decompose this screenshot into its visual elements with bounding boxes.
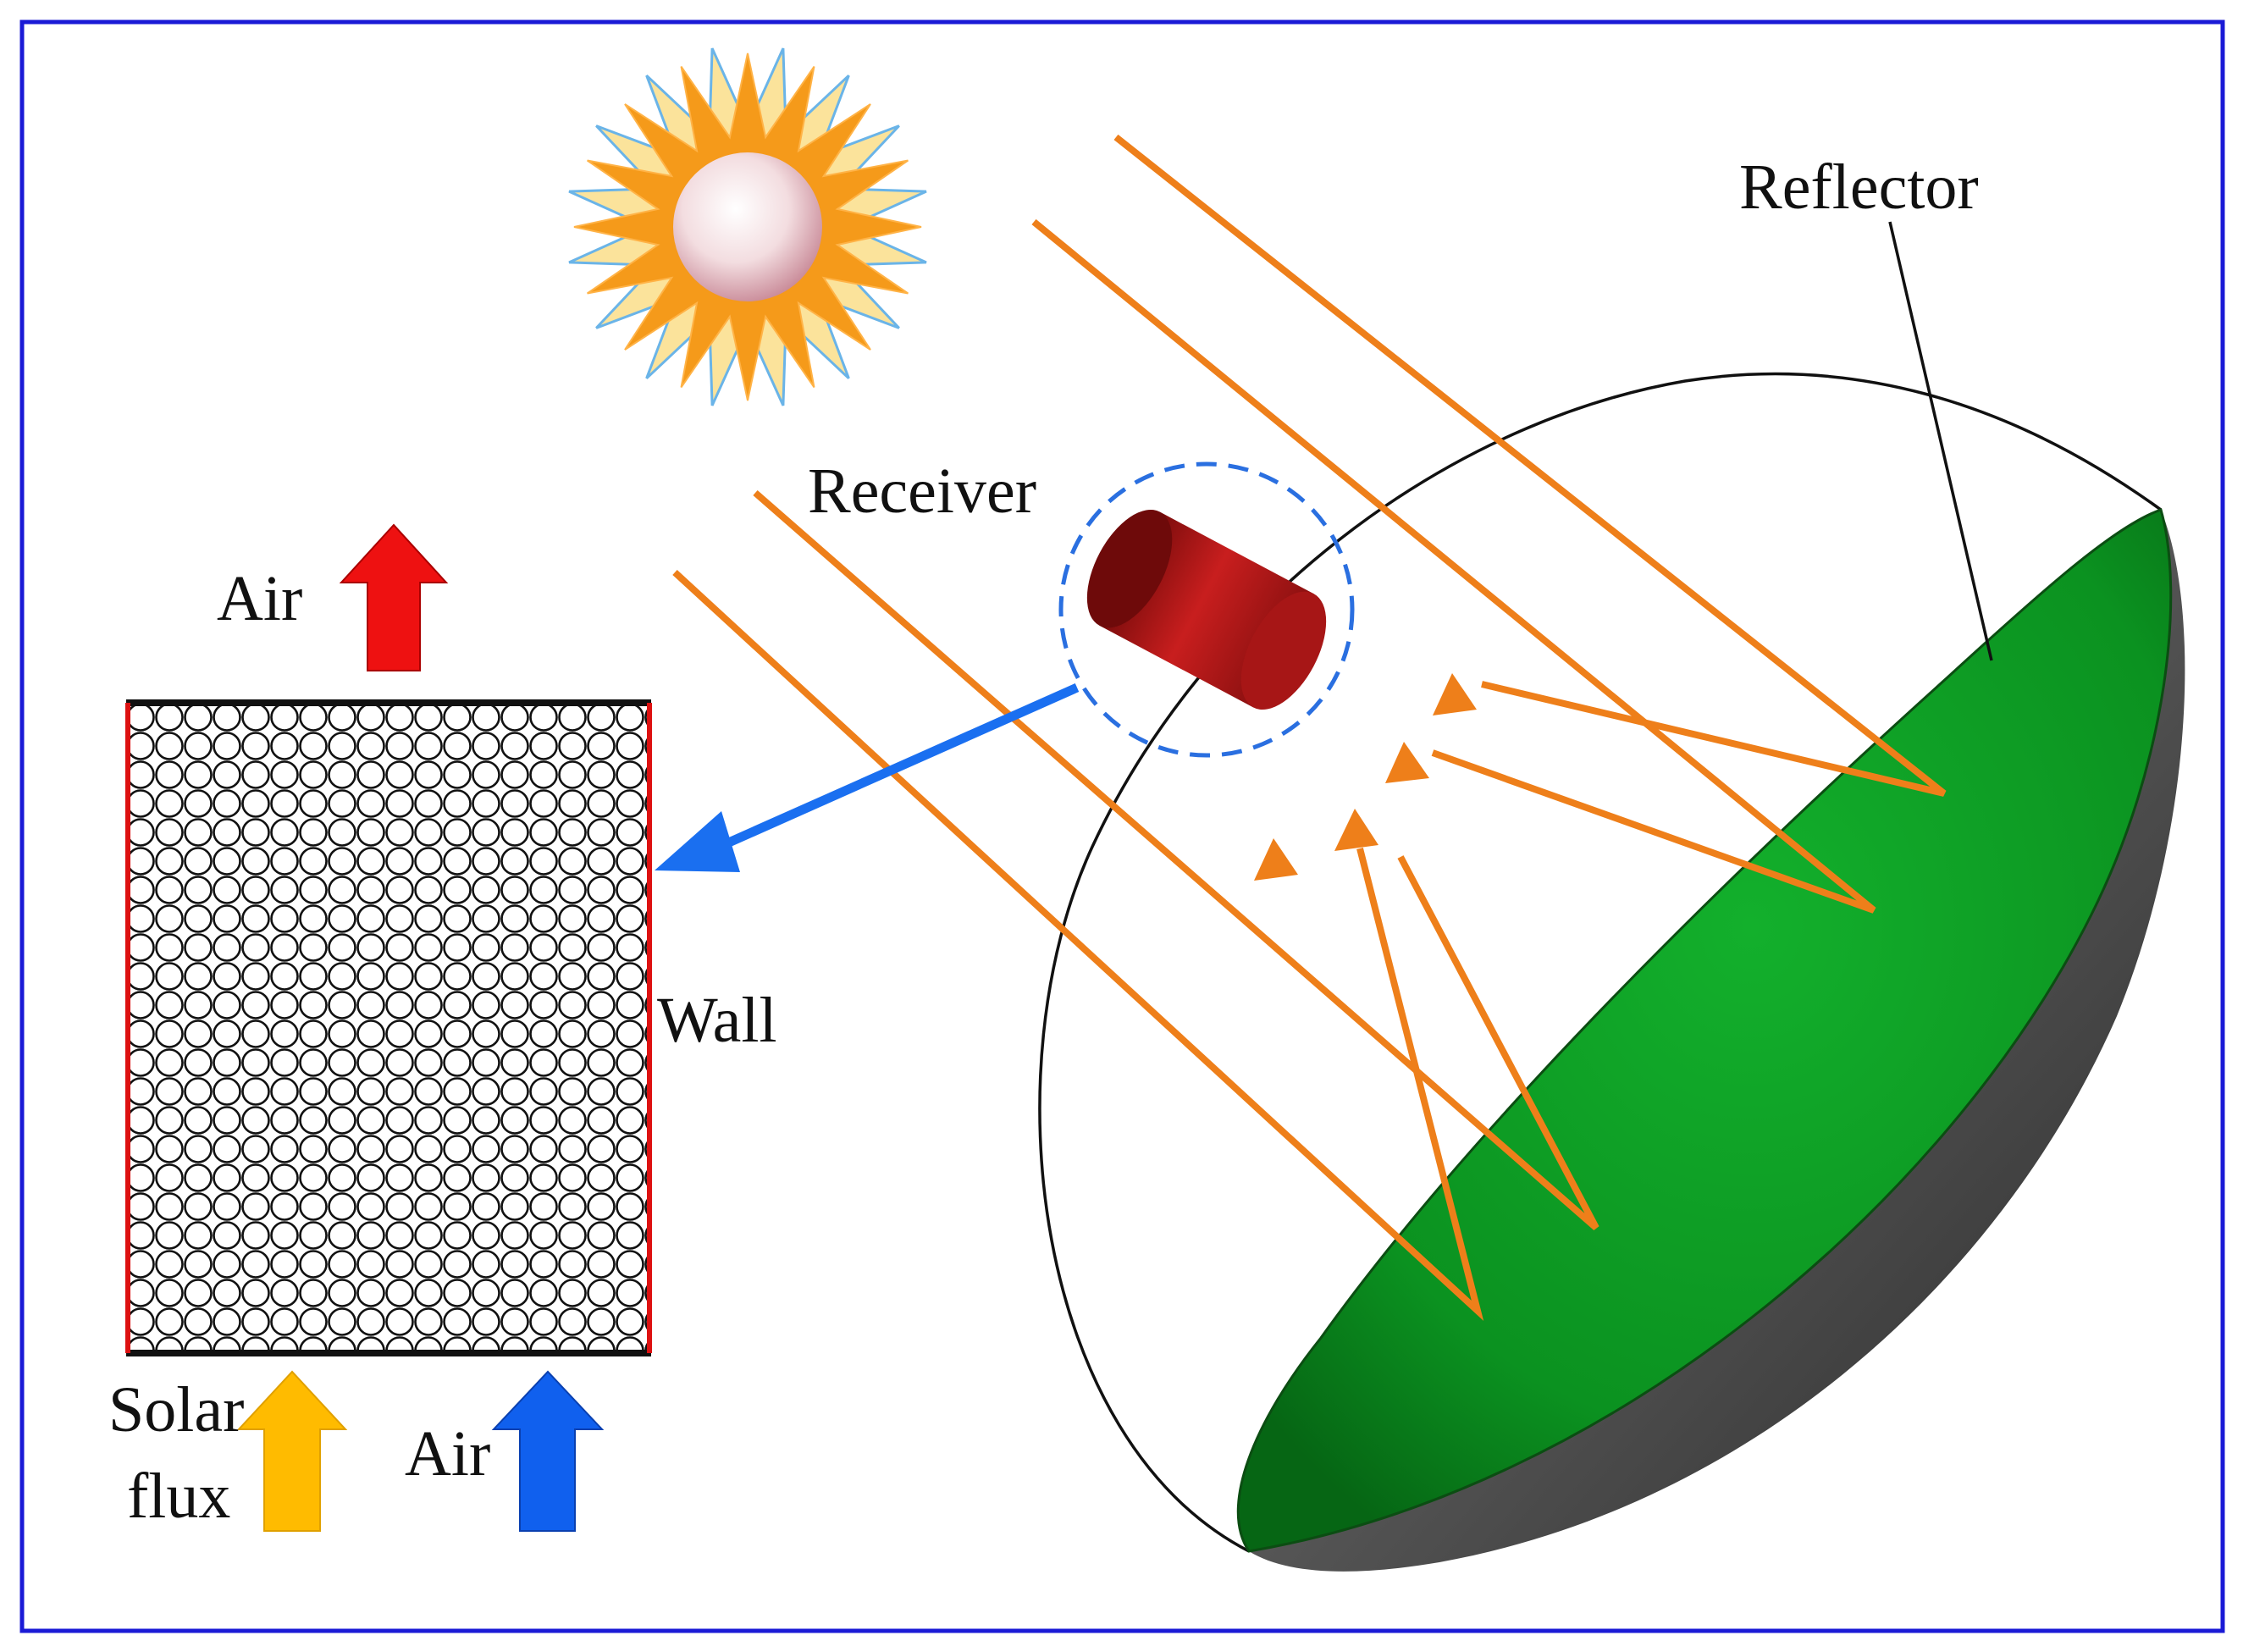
reflector-leader-line bbox=[1888, 221, 1993, 661]
receiver-label: Receiver bbox=[808, 456, 1036, 527]
sun-rays bbox=[672, 134, 1947, 1322]
reflected-ray-arrowheads bbox=[1254, 673, 1477, 881]
reflector-label: Reflector bbox=[1739, 152, 1979, 223]
sun-icon bbox=[568, 47, 927, 406]
air-in-label: Air bbox=[405, 1418, 490, 1489]
air-out-arrow bbox=[339, 523, 449, 671]
ray-2 bbox=[753, 489, 1599, 1231]
packed-bed-cross-section bbox=[125, 699, 652, 1356]
wall-label: Wall bbox=[657, 985, 777, 1056]
solar-flux-arrow bbox=[236, 1370, 348, 1532]
ray-3 bbox=[1031, 218, 1876, 914]
air-in-arrow bbox=[491, 1370, 605, 1532]
ray-1 bbox=[672, 570, 1484, 1322]
air-out-label: Air bbox=[217, 563, 302, 634]
zoom-arrow bbox=[655, 682, 1080, 872]
solar-flux-label-line2: flux bbox=[127, 1461, 230, 1532]
solar-flux-label-line1: Solar bbox=[108, 1374, 244, 1445]
ray-4 bbox=[1113, 134, 1947, 797]
receiver-cylinder bbox=[1086, 509, 1327, 710]
receiver-highlight-circle bbox=[1058, 461, 1355, 758]
